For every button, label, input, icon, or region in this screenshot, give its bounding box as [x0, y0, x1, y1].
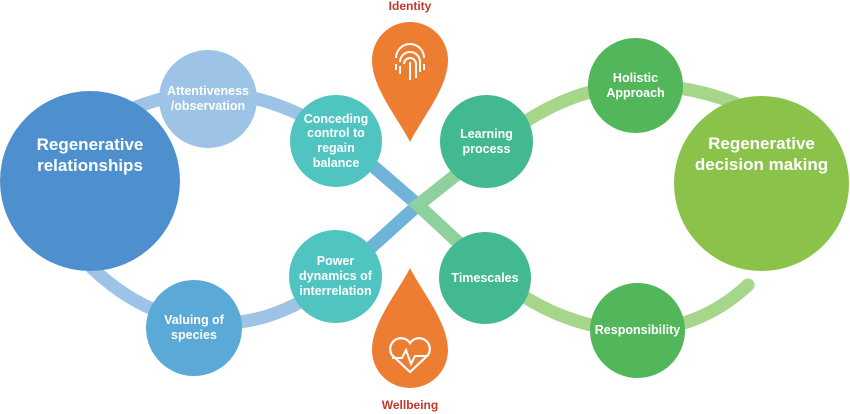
node-attentiveness: Attentiveness /observation: [159, 50, 257, 148]
node-responsibility: Responsibility: [590, 283, 685, 378]
fingerprint-icon: [395, 43, 425, 80]
node-regenerative-decision-making: Regenerative decision making: [674, 96, 849, 271]
identity-label: Identity: [388, 0, 432, 13]
node-conceding-control: Conceding control to regain balance: [290, 95, 382, 187]
node-timescales: Timescales: [439, 232, 531, 324]
heart-pulse-icon: [389, 337, 431, 374]
node-power-dynamics: Power dynamics of interrelation: [289, 230, 382, 323]
node-label: Regenerative decision making: [694, 134, 829, 174]
wellbeing-label: Wellbeing: [381, 398, 439, 412]
node-label: Regenerative relationships: [36, 135, 144, 175]
node-regenerative-relationships: Regenerative relationships: [0, 91, 180, 271]
node-valuing-species: Valuing of species: [146, 280, 242, 376]
identity-drop: [372, 22, 448, 142]
node-learning-process: Learning process: [440, 95, 533, 188]
wellbeing-drop: [372, 268, 448, 388]
node-holistic-approach: Holistic Approach: [588, 38, 683, 133]
